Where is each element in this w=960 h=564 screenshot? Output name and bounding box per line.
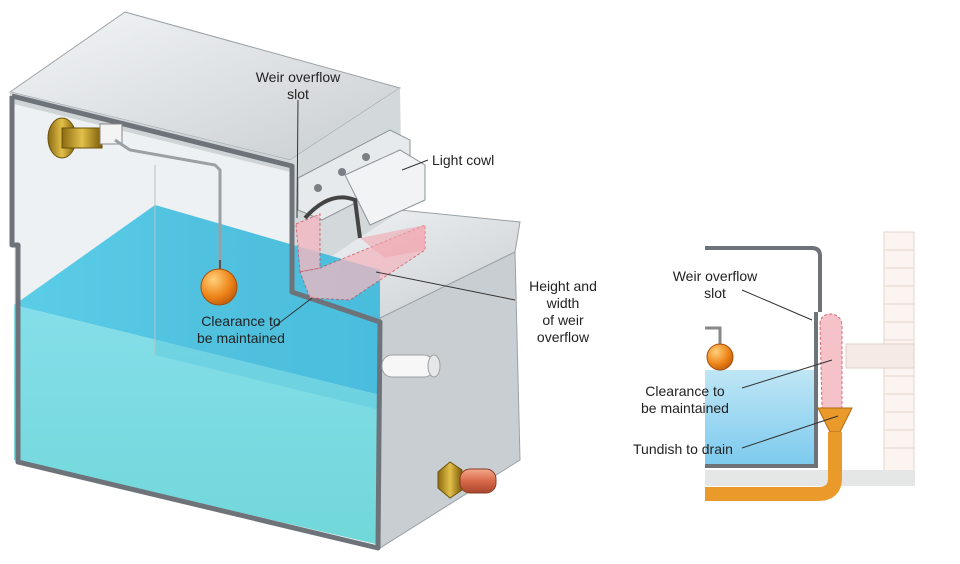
left-hw-line4: overflow	[536, 329, 590, 345]
left-clearance-label: Clearance to be maintained	[186, 313, 296, 347]
section-float-ball	[706, 343, 734, 371]
water-back-shade	[155, 205, 380, 410]
left-clearance-line2: be maintained	[197, 330, 285, 346]
right-clearance-line1: Clearance to	[645, 383, 725, 399]
right-leader-lines	[741, 289, 839, 449]
section-float-arm	[705, 326, 722, 350]
left-height-width-label: Height and width of weir overflow	[515, 278, 611, 346]
left-cowl-label: Light cowl	[432, 152, 495, 168]
section-weir-overflow	[819, 313, 843, 409]
overflow-pipe	[381, 354, 441, 378]
tundish-drain	[705, 407, 853, 501]
right-tundish-label: Tundish to drain	[633, 441, 733, 457]
floor	[705, 470, 915, 486]
section-tank-wall	[705, 246, 822, 468]
left-weir-label-line1: Weir overflow	[255, 69, 341, 85]
left-clearance-line1: Clearance to	[201, 313, 281, 329]
float-valve	[47, 117, 222, 275]
float-ball	[200, 268, 238, 306]
weir-overflow-slot	[295, 213, 426, 301]
left-weir-label: Weir overflow slot	[248, 69, 348, 103]
brick-wall	[845, 231, 915, 473]
left-hw-line3: of weir	[542, 312, 584, 328]
water-front	[14, 305, 380, 545]
right-clearance-label: Clearance to be maintained	[630, 383, 740, 417]
left-leader-lines	[269, 99, 516, 331]
right-weir-label: Weir overflow slot	[665, 268, 765, 302]
tank-wall-outline	[9, 93, 383, 551]
right-weir-label-line1: Weir overflow	[672, 268, 758, 284]
supply-pipe	[437, 461, 497, 499]
right-clearance-line2: be maintained	[641, 400, 729, 416]
left-weir-label-line2: slot	[287, 86, 309, 102]
right-weir-label-line2: slot	[704, 285, 726, 301]
cistern-3d	[8, 11, 521, 551]
water-top-surface	[14, 205, 380, 395]
left-hw-line1: Height and	[529, 278, 597, 294]
section-water	[705, 370, 817, 466]
cistern-section	[705, 231, 915, 501]
left-hw-line2: width	[546, 295, 580, 311]
